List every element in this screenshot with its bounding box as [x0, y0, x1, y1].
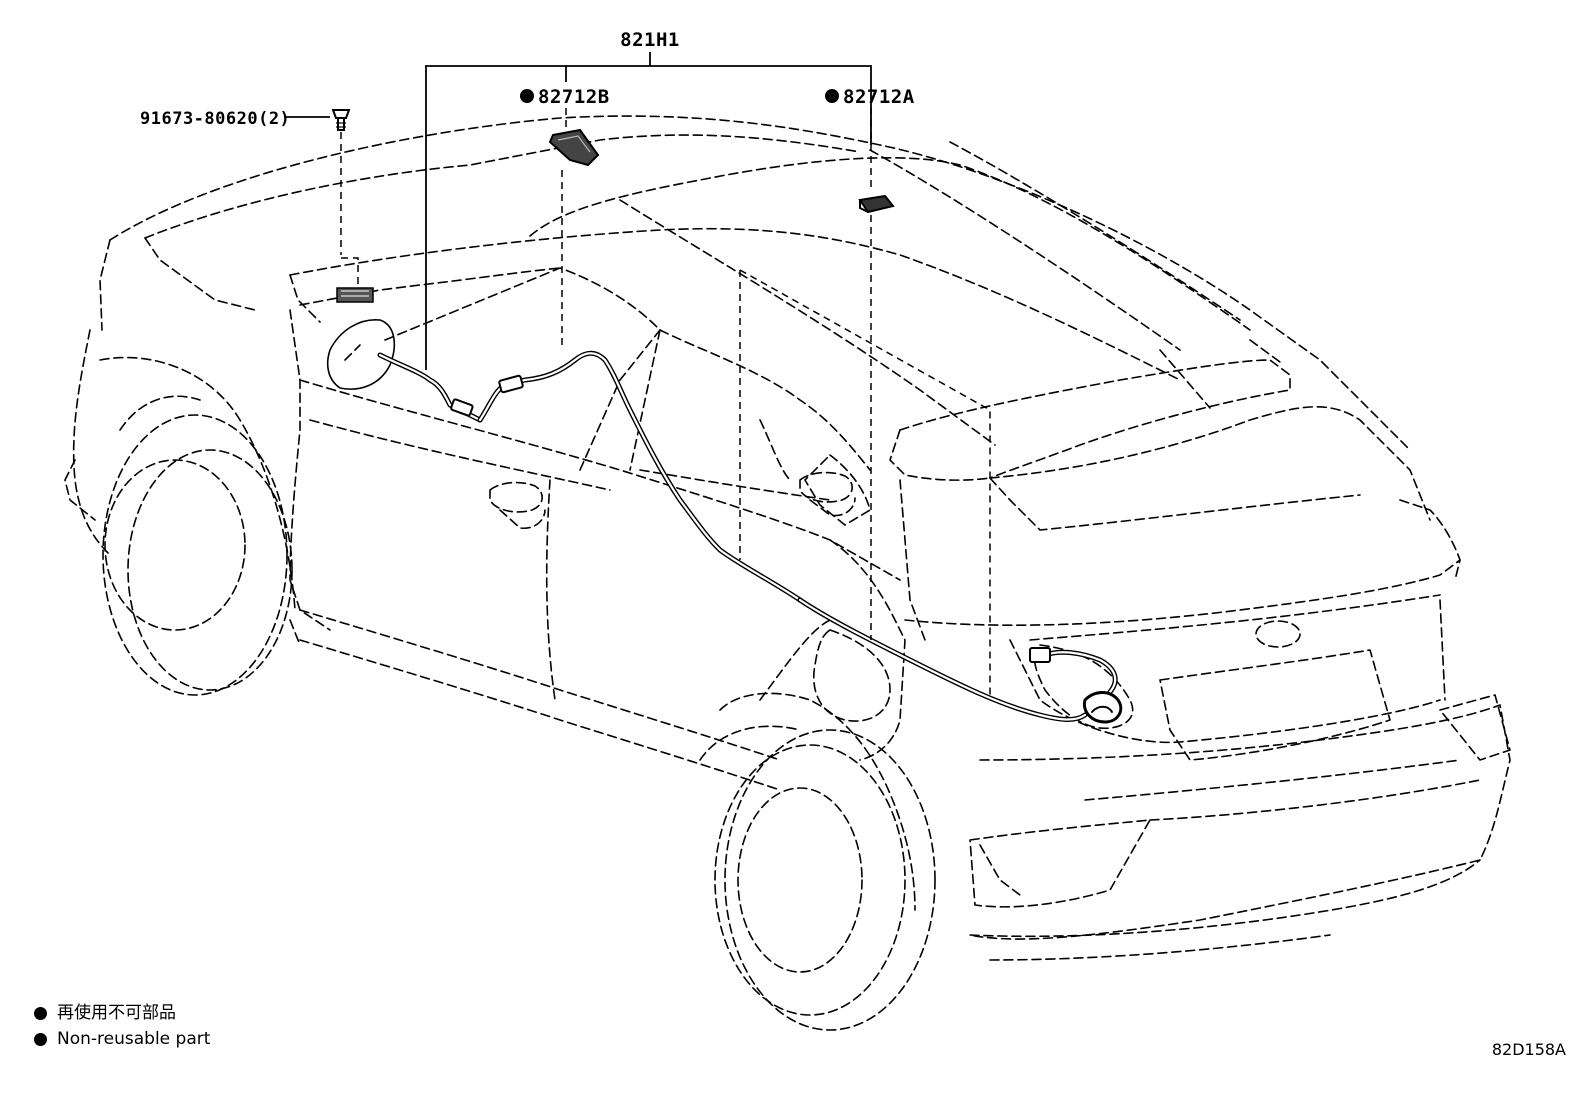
vehicle-outline [64, 115, 1511, 1031]
callout-labels: 821H1 82712B 82712A 91673-80620(2) [140, 29, 915, 129]
clip-icon [336, 287, 374, 303]
legend-text-jp: 再使用不可部品 [57, 1003, 176, 1023]
connector-82712b-icon [548, 128, 600, 167]
legend: 再使用不可部品 Non-reusable part [34, 1000, 210, 1052]
clip-fastener-icon [331, 109, 351, 131]
non-reusable-marker-icon [825, 89, 839, 103]
filled-circle-icon [34, 1032, 47, 1046]
non-reusable-marker-icon [520, 89, 534, 103]
callout-91673: 91673-80620(2) [140, 109, 290, 129]
callout-821h1: 821H1 [620, 29, 680, 51]
callout-82712a: 82712A [843, 86, 915, 108]
reference-code: 82D158A [1491, 1040, 1566, 1059]
filled-circle-icon [34, 1006, 47, 1020]
legend-row-jp: 再使用不可部品 [34, 1000, 210, 1026]
wire-harness [377, 350, 1123, 724]
connector-82712a-icon [858, 194, 895, 214]
legend-row-en: Non-reusable part [34, 1026, 210, 1052]
legend-text-en: Non-reusable part [57, 1029, 211, 1049]
callout-82712b: 82712B [538, 86, 610, 108]
leader-lines [284, 52, 991, 700]
